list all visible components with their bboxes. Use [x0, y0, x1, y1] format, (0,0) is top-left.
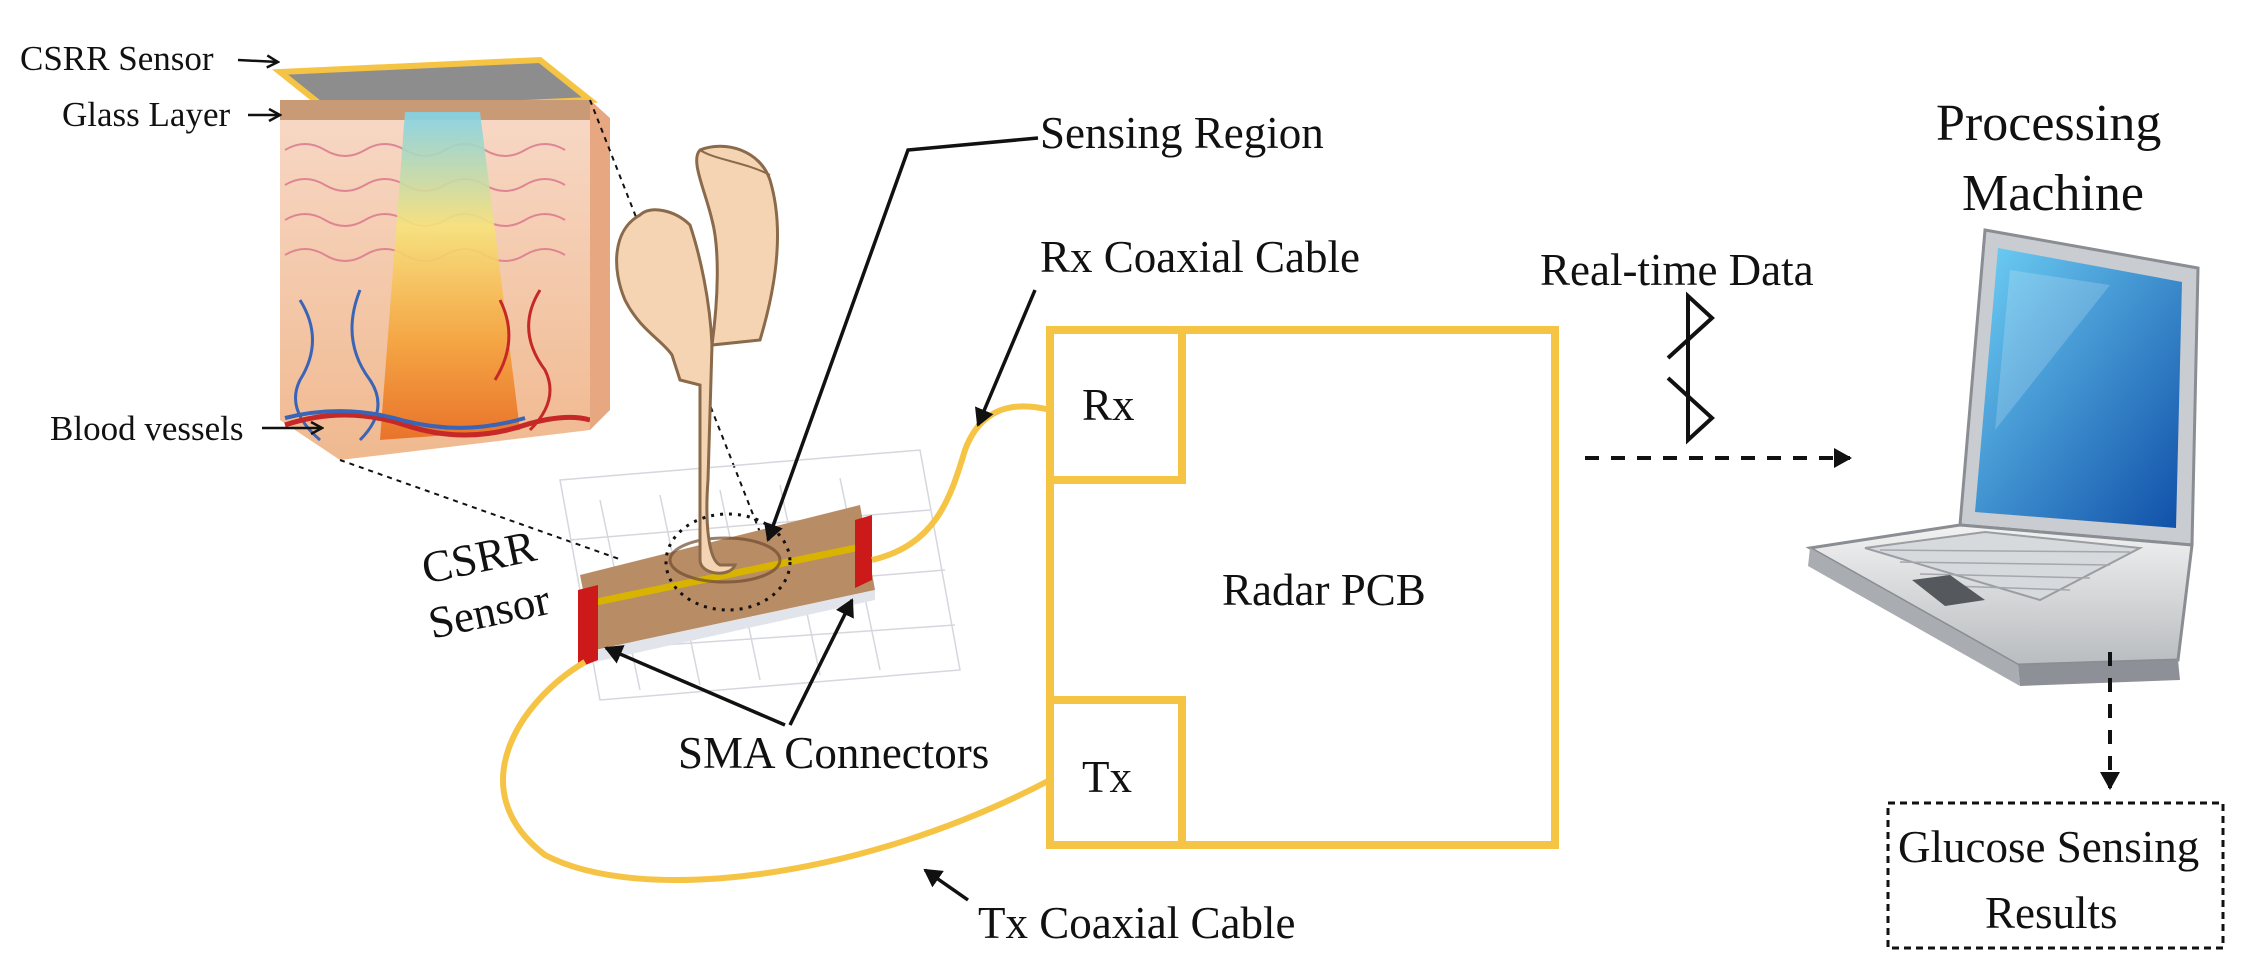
- radar-pcb: [1046, 326, 1559, 849]
- blood-vessels-label: Blood vessels: [50, 409, 243, 448]
- results-label-line1: Glucose Sensing: [1898, 822, 2199, 872]
- glass-layer-label: Glass Layer: [62, 95, 230, 134]
- laptop-icon: [1805, 228, 2200, 686]
- tx-port-box: [1046, 696, 1186, 849]
- results-label-line2: Results: [1985, 888, 2118, 938]
- rx-port-box: [1046, 326, 1186, 484]
- processing-machine-label-line1: Processing: [1936, 95, 2161, 152]
- sma-connector-right: [855, 515, 872, 588]
- csrr-sensor-side-label: CSRR Sensor: [417, 521, 554, 649]
- sma-connector-left: [578, 585, 598, 668]
- radar-pcb-label: Radar PCB: [1222, 565, 1426, 615]
- finger-icon: [615, 144, 779, 575]
- tx-coaxial-cable: [500, 659, 1052, 883]
- real-time-data-label: Real-time Data: [1540, 245, 1814, 295]
- rx-coaxial-cable-label: Rx Coaxial Cable: [1040, 232, 1360, 282]
- sensor-board: [559, 449, 961, 701]
- sensing-region-label: Sensing Region: [1040, 108, 1324, 158]
- bluetooth-icon: [1666, 291, 1715, 445]
- rx-coaxial-cable: [871, 403, 1051, 563]
- csrr-sensor-top-arrow: [237, 60, 278, 62]
- sma-connectors-label: SMA Connectors: [678, 728, 989, 778]
- skin-cross-section: [271, 56, 610, 460]
- sensing-region-arrow: [763, 136, 1039, 542]
- sensing-area-circle: [664, 512, 792, 612]
- rx-cable-arrow: [975, 289, 1037, 427]
- sma-arrow-left: [604, 645, 786, 727]
- tx-coaxial-cable-label: Tx Coaxial Cable: [978, 898, 1295, 948]
- tx-port-label: Tx: [1082, 752, 1132, 802]
- tx-cable-arrow: [923, 868, 970, 902]
- processing-machine-label-line2: Machine: [1962, 165, 2144, 222]
- csrr-sensor-top-label: CSRR Sensor: [20, 39, 214, 78]
- sma-arrow-right: [788, 598, 854, 726]
- rx-port-label: Rx: [1082, 380, 1135, 430]
